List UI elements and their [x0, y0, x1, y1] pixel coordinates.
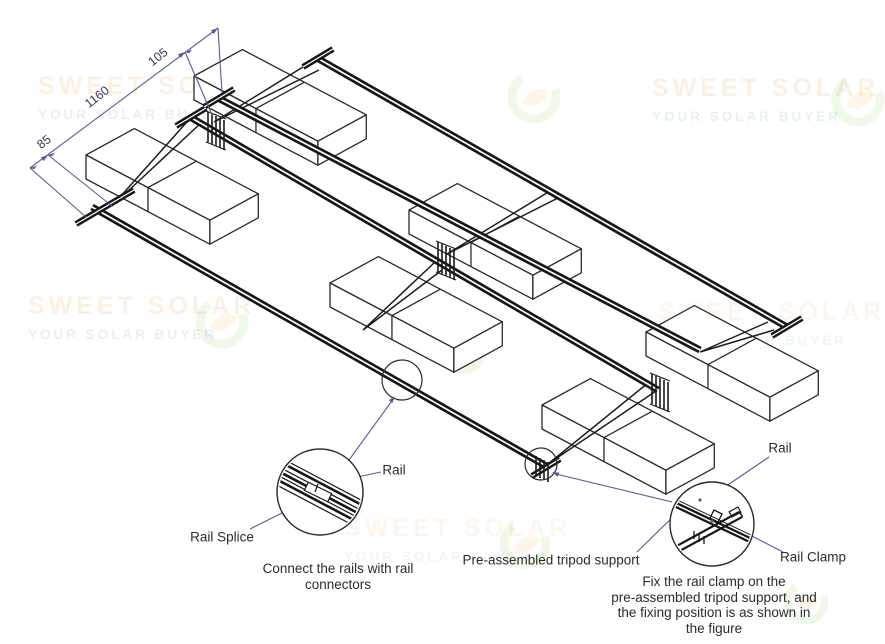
rail-clamp-part [709, 509, 723, 523]
rail-splice-part [303, 481, 333, 503]
tripod-support [205, 110, 227, 151]
tripod-channel-part [672, 510, 740, 550]
dimension-arrowheads [30, 28, 218, 170]
caption-left: Connect the rails with rail connectors [262, 561, 414, 592]
tripod-support [649, 372, 671, 413]
label-rail-left: Rail [382, 462, 406, 478]
tripod-supports [205, 110, 671, 482]
tripod-support [535, 456, 549, 482]
dimension-lines [29, 27, 223, 218]
label-rail-splice: Rail Splice [190, 529, 254, 545]
detail-marker-tripod [524, 447, 558, 481]
detail-view-rail-clamp [669, 481, 755, 567]
caption-right: Fix the rail clamp on the pre-assembled … [611, 574, 817, 636]
label-rail-right: Rail [768, 440, 792, 456]
label-rail-clamp: Rail Clamp [779, 549, 847, 565]
label-tripod-support: Pre-assembled tripod support [462, 552, 640, 568]
tripod-support [435, 240, 457, 281]
ballast-block-pair [85, 127, 259, 245]
ballast-block-pair [645, 304, 819, 422]
detail-view-rail-splice [276, 448, 364, 536]
ballast-block-pair [541, 377, 715, 495]
detail-marker-splice [381, 359, 423, 401]
mounting-rails [74, 46, 804, 479]
leader-arrowheads [388, 396, 560, 477]
ballast-block-pair [329, 255, 503, 373]
